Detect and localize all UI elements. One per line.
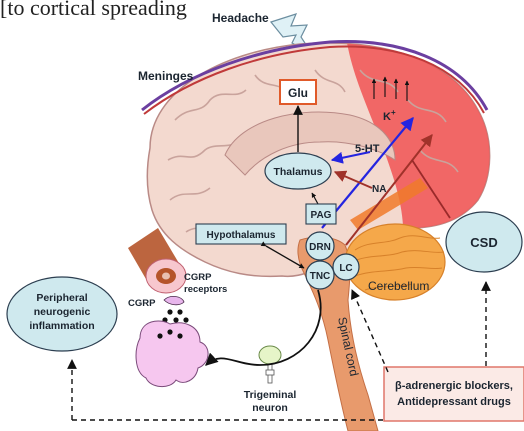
peripheral-label-line3: inflammation — [29, 320, 94, 332]
drugs-label-line1: β-adrenergic blockers, — [395, 380, 513, 392]
cgrp-receptor-shape — [164, 296, 184, 304]
peripheral-label-line2: neurogenic — [34, 306, 91, 318]
drug-box — [384, 367, 524, 421]
cgrp-label: CGRP — [128, 298, 156, 309]
headache-label: Headache — [212, 11, 269, 25]
top-cutoff-text: [to cortical spreading — [0, 0, 187, 20]
thalamus-label: Thalamus — [273, 166, 322, 178]
k-plus-superscript: + — [391, 108, 396, 117]
peripheral-label-line1: Peripheral — [36, 292, 87, 304]
cerebellum-label: Cerebellum — [368, 279, 429, 293]
hypothalamus-label: Hypothalamus — [207, 230, 276, 241]
pag-label: PAG — [311, 210, 332, 221]
five-ht-label: 5-HT — [355, 143, 380, 155]
lc-label: LC — [339, 263, 352, 274]
tnc-label: TNC — [310, 271, 331, 282]
k-plus-letter: K — [383, 111, 391, 123]
na-label: NA — [372, 184, 386, 195]
drugs-label-line2: Antidepressant drugs — [397, 396, 511, 408]
trigeminal-label-line2: neuron — [252, 402, 288, 414]
csd-label: CSD — [470, 235, 497, 250]
cgrp-receptors-label-line2: receptors — [184, 284, 227, 295]
drn-label: DRN — [309, 242, 331, 253]
cgrp-receptors-label-line1: CGRP — [184, 272, 212, 283]
meninges-label: Meninges — [138, 69, 194, 83]
trigeminal-label-line1: Trigeminal — [244, 389, 297, 401]
glu-label: Glu — [288, 86, 308, 100]
